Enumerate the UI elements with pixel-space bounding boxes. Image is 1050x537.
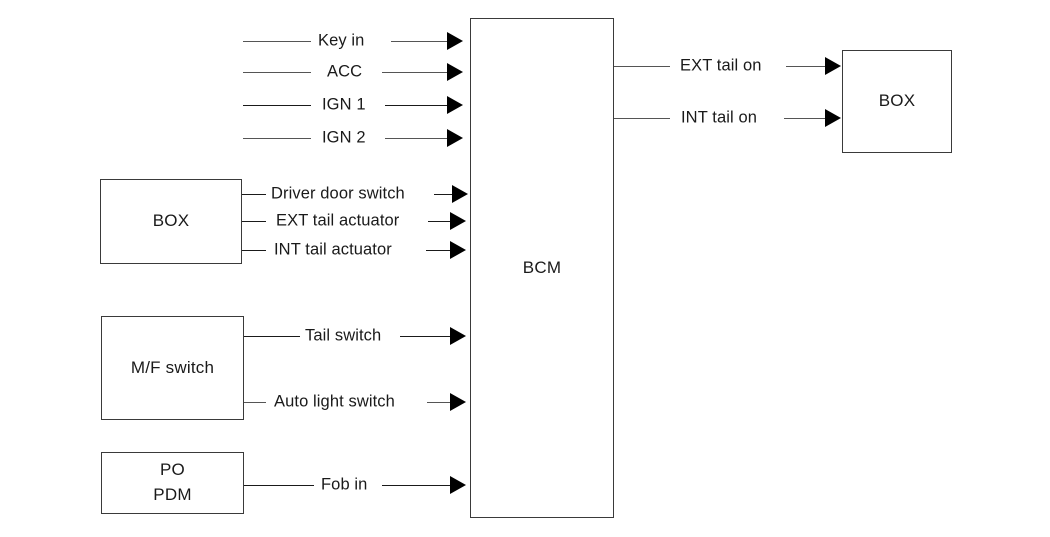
- signal-label-auto-light-switch: Auto light switch: [274, 392, 395, 411]
- wire-acc-right: [382, 72, 447, 73]
- arrow-int-tail-actuator: [450, 241, 466, 259]
- wire-acc-left: [243, 72, 311, 73]
- wire-ign1-left: [243, 105, 311, 106]
- wire-int-tail-actuator-left: [242, 250, 266, 251]
- block-mf-switch-label: M/F switch: [130, 357, 215, 377]
- wire-fob-in-left: [244, 485, 314, 486]
- block-po-pdm-label-line2: PDM: [153, 485, 192, 504]
- signal-label-int-tail-on: INT tail on: [681, 108, 757, 127]
- wire-ext-tail-actuator-left: [242, 221, 266, 222]
- wire-ign2-left: [243, 138, 311, 139]
- arrow-acc: [447, 63, 463, 81]
- wire-ign1-right: [385, 105, 447, 106]
- signal-label-ext-tail-on: EXT tail on: [680, 56, 762, 75]
- arrow-auto-light-switch: [450, 393, 466, 411]
- signal-label-ign1: IGN 1: [322, 95, 366, 114]
- wire-ext-tail-on-left: [614, 66, 670, 67]
- block-mf-switch[interactable]: M/F switch: [101, 316, 244, 420]
- wire-driver-door-switch-right: [434, 194, 456, 195]
- signal-label-fob-in: Fob in: [321, 475, 368, 494]
- signal-label-ign2: IGN 2: [322, 128, 366, 147]
- wire-int-tail-actuator-right: [426, 250, 453, 251]
- arrow-ext-tail-actuator: [450, 212, 466, 230]
- wire-driver-door-switch-left: [242, 194, 266, 195]
- arrow-ext-tail-on: [825, 57, 841, 75]
- block-po-pdm-label-line1: PO: [160, 460, 185, 480]
- wire-tail-switch-right: [400, 336, 453, 337]
- signal-label-driver-door-switch: Driver door switch: [271, 184, 405, 203]
- wire-fob-in-right: [382, 485, 453, 486]
- block-input-box[interactable]: BOX: [100, 179, 242, 264]
- block-po-pdm[interactable]: PO PDM: [101, 452, 244, 514]
- signal-label-acc: ACC: [327, 62, 363, 81]
- wire-int-tail-on-left: [614, 118, 670, 119]
- arrow-int-tail-on: [825, 109, 841, 127]
- wire-ext-tail-on-right: [786, 66, 828, 67]
- wire-tail-switch-left: [244, 336, 300, 337]
- signal-label-key-in: Key in: [318, 31, 365, 50]
- signal-label-ext-tail-actuator: EXT tail actuator: [276, 211, 400, 230]
- block-bcm[interactable]: BCM: [470, 18, 614, 518]
- signal-label-int-tail-actuator: INT tail actuator: [274, 240, 392, 259]
- wire-ign2-right: [385, 138, 447, 139]
- wire-auto-light-switch-right: [427, 402, 453, 403]
- arrow-ign1: [447, 96, 463, 114]
- wire-key-in-left: [243, 41, 311, 42]
- wire-ext-tail-actuator-right: [428, 221, 453, 222]
- block-output-box-label: BOX: [878, 91, 916, 111]
- arrow-ign2: [447, 129, 463, 147]
- arrow-key-in: [447, 32, 463, 50]
- wire-int-tail-on-right: [784, 118, 828, 119]
- arrow-fob-in: [450, 476, 466, 494]
- block-output-box[interactable]: BOX: [842, 50, 952, 153]
- arrow-tail-switch: [450, 327, 466, 345]
- block-bcm-label: BCM: [522, 257, 562, 277]
- wire-key-in-right: [391, 41, 447, 42]
- wire-auto-light-switch-left: [244, 402, 266, 403]
- signal-label-tail-switch: Tail switch: [305, 326, 382, 345]
- arrow-driver-door-switch: [452, 185, 468, 203]
- block-input-box-label: BOX: [152, 211, 190, 231]
